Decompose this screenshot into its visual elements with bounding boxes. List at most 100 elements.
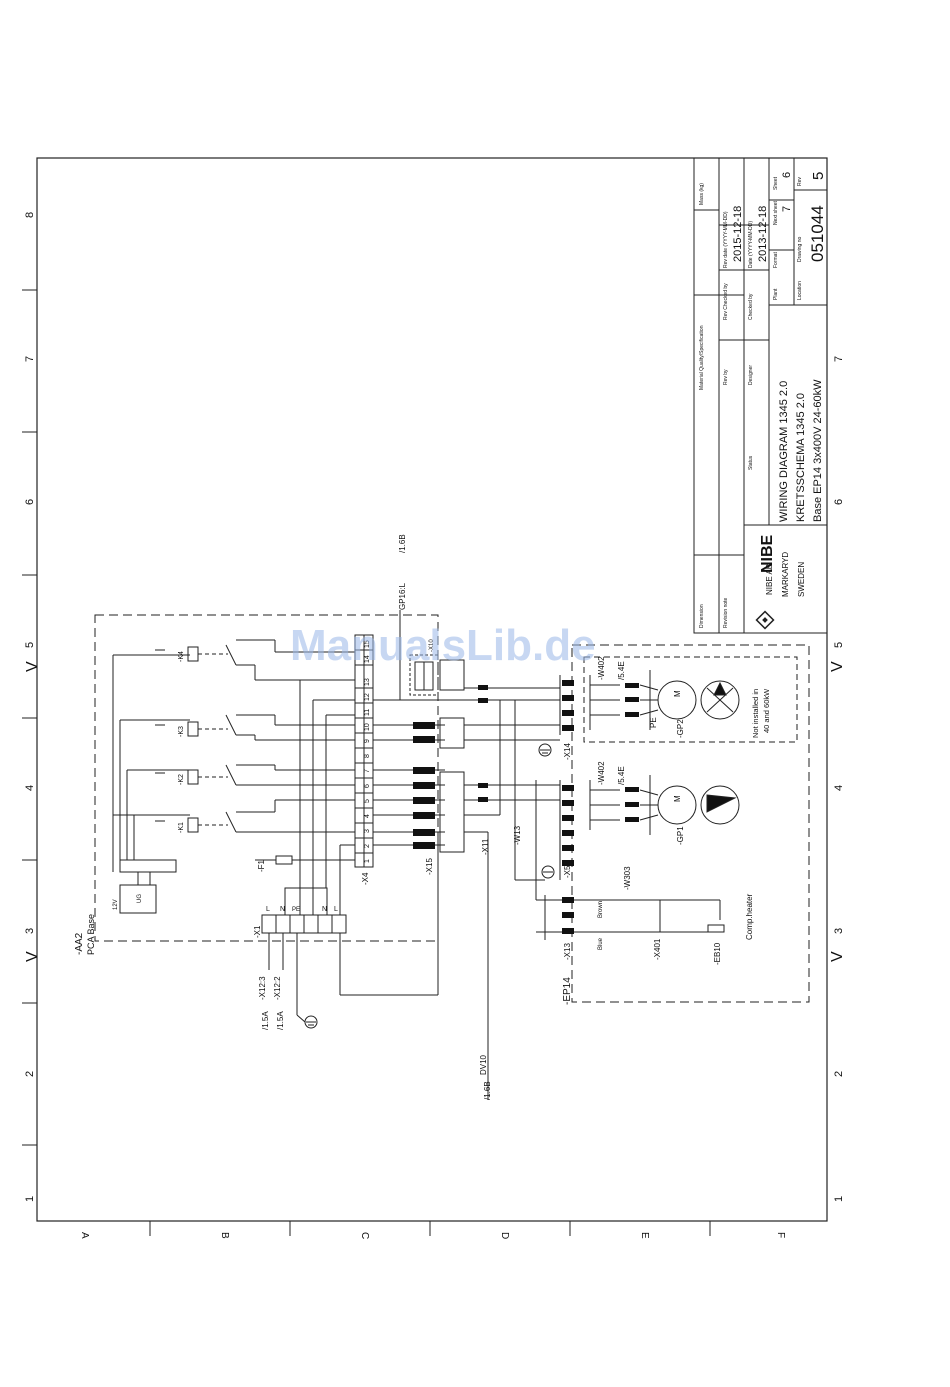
label-comp-heater: Comp.heater <box>745 893 754 940</box>
label-rev-date: Rev date (YYYY-MM-DD) <box>723 211 729 268</box>
next-sheet-value: 7 <box>781 206 793 212</box>
label-gp1: -GP1 <box>676 826 685 845</box>
label-f1: -F1 <box>257 859 266 872</box>
label-gp16: GP16:L <box>398 582 407 610</box>
label-w13: -W13 <box>513 825 522 845</box>
x4-term: 5 <box>364 799 371 803</box>
label-blue: Blue <box>598 937 604 950</box>
title-line-1: WIRING DIAGRAM 1345 2.0 <box>778 381 790 522</box>
label-aa2: -AA2 <box>74 932 85 955</box>
label-54e-1: /5.4E <box>617 661 626 680</box>
label-material: Material Quality/Specification <box>699 325 705 390</box>
label-16b-2: /1.6B <box>483 1081 492 1100</box>
label-x11: -X11 <box>481 838 490 855</box>
label-x14: -X14 <box>563 743 572 760</box>
zone-letter: C <box>359 1232 370 1239</box>
label-x15: -X15 <box>425 858 434 875</box>
right-zone-numbers: 7 6 5 4 3 2 1 V V <box>829 356 846 1202</box>
drawing-no-value: 051044 <box>808 205 827 262</box>
zone-letter: A <box>79 1232 90 1239</box>
motor-m: M <box>673 795 682 802</box>
label-not-installed-1: Not installed in <box>751 689 760 738</box>
bottom-zone-letters: A B C D E F <box>79 1232 786 1239</box>
x4-term: 1 <box>364 859 371 863</box>
nibe-logo: NIBE <box>759 534 776 573</box>
x15-blocks <box>413 722 435 849</box>
title-line-3: Base EP14 3x400V 24-60kW <box>812 379 824 522</box>
x1-term: PE <box>292 907 300 913</box>
pump-gp1 <box>639 775 740 835</box>
compressor-heater-eb10 <box>660 899 725 933</box>
label-status: Status <box>748 455 754 470</box>
label-ep14: -EP14 <box>562 977 573 1005</box>
zone-number: 8 <box>24 212 36 218</box>
zone-number: 5 <box>833 642 845 648</box>
zone-number: 6 <box>833 499 845 505</box>
x4-term: 3 <box>364 829 371 833</box>
zone-marker: V <box>829 661 846 672</box>
fuse-f1 <box>255 855 355 865</box>
label-pe: PE <box>649 717 658 728</box>
terminal-x1 <box>261 835 439 1015</box>
label-next-sheet: Next sheet <box>773 200 779 225</box>
ground-symbol <box>296 1014 318 1029</box>
label-mass: Mass (kg) <box>699 183 705 205</box>
label-15a-1: /1.5A <box>261 1011 270 1030</box>
label-gp2: -GP2 <box>676 719 685 738</box>
label-pca-base: PCA Base <box>86 914 96 955</box>
x1-term: L <box>334 906 338 913</box>
zone-letter: F <box>775 1232 786 1238</box>
x1-terminal-labels: L N PE N L -X1 -X12:3 -X12:2 /1.5A /1.5A <box>253 906 338 1030</box>
label-54e-2: /5.4E <box>617 766 626 785</box>
zone-number: 1 <box>24 1196 36 1202</box>
x4-term: 14 <box>364 655 371 663</box>
x1-term: N <box>280 906 285 913</box>
gp2-dashed-box <box>583 656 798 743</box>
label-not-installed-2: 40 and 60kW <box>762 688 771 733</box>
zone-number: 1 <box>833 1196 845 1202</box>
zone-number: 2 <box>24 1071 36 1077</box>
ep14-dashed-box <box>571 644 810 1003</box>
x4-term: 12 <box>364 693 371 701</box>
relay-labels: -K4 -K3 -K2 -K1 UG 12V <box>113 651 185 910</box>
label-brown: Brown <box>598 901 604 918</box>
x-labels-right: -X14 -X5 -X13 -W402 -W402 -W303 -X401 Br… <box>563 656 662 960</box>
label-format: Format <box>773 252 779 268</box>
label-x12-2: -X12:2 <box>273 976 282 1000</box>
label-drawing-no: Drawing no <box>797 236 803 262</box>
x4-term: 2 <box>364 844 371 848</box>
x4-term: 10 <box>364 723 371 731</box>
label-eb10: -EB10 <box>713 942 722 965</box>
x4-term: 15 <box>364 640 371 648</box>
zone-letter: D <box>499 1232 510 1239</box>
zone-number: 6 <box>24 499 36 505</box>
label-date: Date (YYYY-MM-DD) <box>748 221 754 268</box>
zone-number: 2 <box>833 1071 845 1077</box>
x4-term: 11 <box>364 709 371 716</box>
label-x12-3: -X12:3 <box>258 976 267 1000</box>
zone-marker: V <box>829 951 846 962</box>
zone-number: 7 <box>24 356 36 362</box>
label-15a-2: /1.5A <box>276 1011 285 1030</box>
x1-term: N <box>322 906 327 913</box>
x10-connector <box>409 654 439 696</box>
zone-letter: E <box>639 1232 650 1239</box>
zone-number: 4 <box>24 785 36 791</box>
zone-number: 7 <box>833 356 845 362</box>
zone-number: 3 <box>833 928 845 934</box>
connector-labels: -X15 -X10 -X11 -W13 GP16:L /1.6B DV10 /1… <box>398 534 522 1100</box>
company-line: MARKARYD <box>781 552 790 597</box>
label-16b: /1.6B <box>398 534 407 553</box>
label-plant: Plant <box>773 288 779 300</box>
zone-letter: B <box>219 1232 230 1239</box>
label-location: Location <box>797 281 803 300</box>
company-line: SWEDEN <box>797 562 806 597</box>
plug-pins <box>478 680 639 934</box>
label-x5: -X5 <box>563 865 572 878</box>
label-rev-checked: Rev Checked by <box>723 283 729 320</box>
label-k4: -K4 <box>178 651 185 662</box>
label-w402-a: -W402 <box>597 656 606 680</box>
x4-term: 9 <box>364 739 371 743</box>
label-x10: -X10 <box>429 639 435 652</box>
